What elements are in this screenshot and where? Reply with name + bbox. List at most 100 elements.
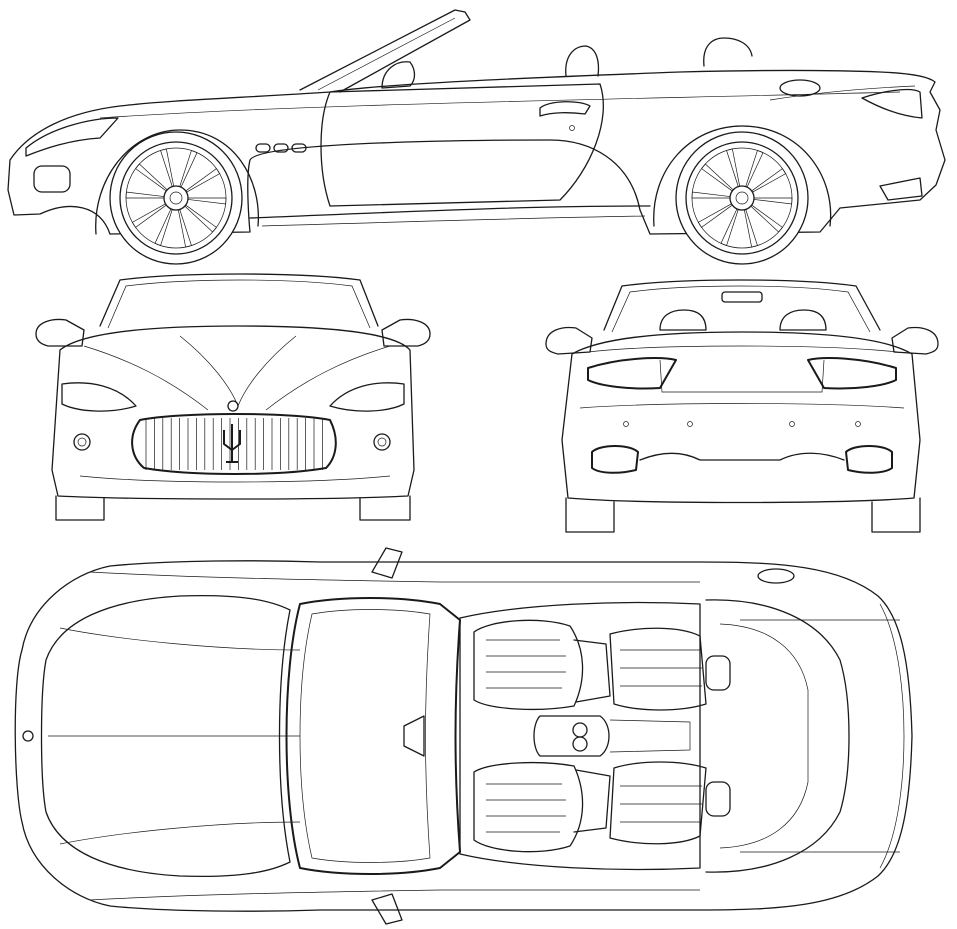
wheel-spoke — [179, 149, 198, 188]
wheel-spoke — [125, 191, 165, 199]
rear-trunk-panel — [659, 359, 825, 393]
front-lower-lip — [79, 475, 391, 483]
top-console-rear — [609, 719, 691, 753]
rear-taillight-right — [807, 357, 897, 390]
top-hood-crease-right — [59, 821, 301, 845]
top-seat-front-right — [473, 761, 611, 853]
front-grille — [131, 413, 337, 475]
top-fender-left — [89, 571, 700, 583]
side-headlight — [25, 117, 119, 157]
top-body-outline — [14, 560, 913, 912]
wheel-spoke — [184, 204, 217, 233]
wheel-spoke — [154, 208, 173, 247]
wheel-spoke — [185, 168, 221, 193]
front-foglight-left-inner — [77, 437, 87, 447]
front-foglight-left — [73, 433, 91, 451]
top-rear-deck-inner — [719, 623, 809, 849]
front-hood-line-right — [265, 345, 391, 411]
rear-headrest-left — [659, 309, 707, 331]
side-front-wheel — [109, 131, 243, 265]
rear-mirror-right — [891, 326, 939, 355]
top-cupholder-1 — [572, 722, 588, 738]
side-crease-1 — [99, 91, 901, 119]
side-headrest-front — [565, 45, 600, 77]
rear-view — [545, 279, 939, 533]
rear-sensor-4 — [855, 421, 861, 427]
rear-sensor-3 — [789, 421, 795, 427]
rear-view-mirror — [721, 291, 763, 303]
rear-bumper-line — [579, 403, 905, 409]
top-emblem — [22, 730, 34, 742]
front-headlight-left — [61, 382, 137, 412]
wheel-spoke — [720, 208, 739, 247]
side-fuel-cap — [779, 79, 821, 97]
front-hood-line-left — [83, 345, 209, 411]
side-windscreen-inner — [317, 17, 456, 91]
side-vent-3 — [291, 143, 307, 153]
front-body-outline — [51, 325, 415, 500]
wheel-spoke — [745, 149, 764, 188]
top-seat-rear-left — [609, 627, 731, 711]
front-emblem-badge — [227, 400, 239, 412]
rear-sensor-2 — [687, 421, 693, 427]
side-vent-2 — [273, 143, 289, 153]
side-sill-line — [249, 205, 651, 219]
wheel-spoke — [726, 148, 741, 187]
rear-body-outline — [561, 331, 921, 504]
wheel-spoke — [697, 203, 733, 228]
side-body-outline — [7, 69, 946, 235]
top-fender-right — [89, 889, 700, 901]
side-vent-1 — [255, 143, 271, 153]
top-rear-edge — [879, 603, 905, 869]
wheel-spoke — [135, 163, 168, 192]
top-windscreen-inner — [299, 609, 431, 863]
front-hood-center-2 — [237, 335, 297, 407]
front-headlight-right — [329, 382, 405, 412]
rear-taillight-left — [587, 357, 677, 390]
front-foglight-right — [373, 433, 391, 451]
top-mirror-left — [371, 547, 403, 579]
wheel-spoke — [691, 191, 731, 199]
side-door-handle — [539, 101, 591, 117]
front-mirror-left — [35, 318, 85, 347]
front-mirror-right — [381, 318, 431, 347]
side-mirror — [381, 61, 416, 89]
top-wiper-notch — [403, 715, 425, 757]
top-rear-deck — [705, 599, 850, 873]
wheel-spoke — [701, 163, 734, 192]
side-taillight — [861, 88, 923, 119]
front-grille-bars — [145, 418, 323, 470]
wheel-spoke — [750, 204, 783, 233]
front-windscreen-frame — [99, 273, 379, 327]
trident-logo-icon — [223, 424, 241, 463]
rear-exhaust-right — [845, 445, 893, 474]
top-cupholder-2 — [572, 736, 588, 752]
top-cabin — [459, 601, 701, 871]
top-tonneau-line — [740, 619, 900, 853]
front-foglight-right-inner — [377, 437, 387, 447]
top-mirror-right — [371, 893, 403, 925]
front-windscreen-glass — [107, 279, 371, 329]
wheel-spoke — [753, 197, 793, 205]
wheel-spoke — [131, 203, 167, 228]
side-view — [7, 9, 946, 235]
wheel-spoke — [177, 209, 192, 248]
side-front-intake — [33, 165, 71, 193]
side-rear-arch — [653, 125, 832, 227]
top-seat-front-left — [473, 619, 611, 711]
front-view — [35, 273, 431, 521]
rear-headrest-right — [779, 309, 827, 331]
side-door — [320, 83, 604, 207]
side-headrest-rear — [703, 37, 753, 67]
side-rear-wheel — [675, 131, 809, 265]
wheel-spoke — [743, 209, 758, 248]
top-view — [14, 547, 913, 925]
rear-tyre-right — [871, 497, 921, 533]
top-fuel-cap — [757, 568, 795, 584]
top-hood — [40, 594, 291, 878]
side-rear-diffuser — [879, 177, 923, 201]
side-windscreen — [299, 9, 471, 93]
wheel-spoke — [187, 197, 227, 205]
top-center-console — [533, 715, 610, 757]
